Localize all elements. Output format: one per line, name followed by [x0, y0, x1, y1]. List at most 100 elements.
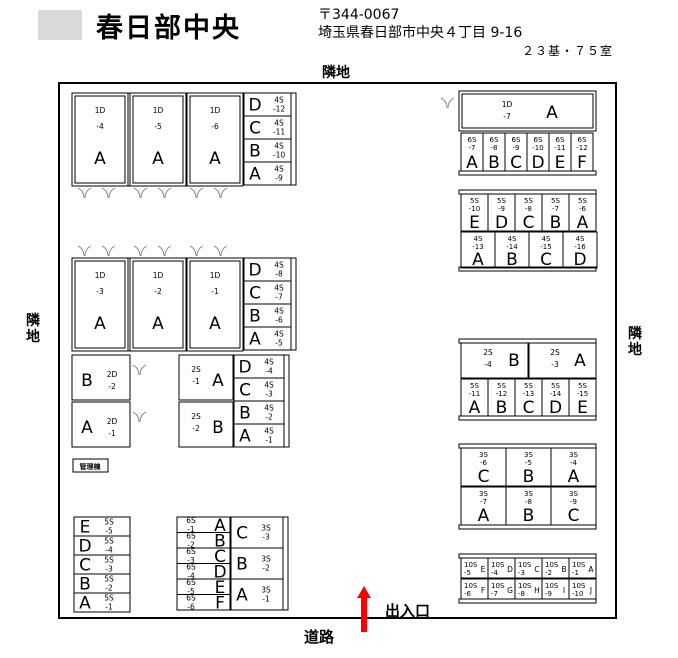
- unit-number: -6: [275, 316, 283, 325]
- unit-3S-4[interactable]: 3S-4A: [550, 447, 597, 487]
- unit-4S-13[interactable]: 4S-13A: [460, 231, 496, 270]
- unit-size: 5S: [104, 594, 114, 603]
- unit-4S-16[interactable]: 4S-16D: [562, 231, 598, 270]
- unit-type: A: [152, 149, 164, 169]
- unit-5S-10[interactable]: 5S-10E: [460, 193, 489, 233]
- unit-1D-6[interactable]: 1D-6A: [186, 92, 244, 187]
- unit-6S-11[interactable]: 6S-11E: [548, 132, 572, 173]
- unit-3S-5[interactable]: 3S-5B: [505, 447, 552, 487]
- unit-size: 4S: [274, 142, 284, 151]
- unit-1D-4[interactable]: 1D-4A: [71, 92, 129, 187]
- unit-5S-12[interactable]: 5S-12B: [487, 378, 516, 418]
- unit-type: B: [488, 153, 500, 173]
- unit-number: -9: [498, 205, 505, 213]
- unit-number: -6: [579, 205, 587, 213]
- unit-type: C: [534, 565, 539, 574]
- unit-5S-14[interactable]: 5S-14D: [541, 378, 570, 418]
- unit-type: E: [80, 518, 91, 538]
- unit-3S-6[interactable]: 3S-6C: [460, 447, 507, 487]
- unit-number: -11: [469, 390, 480, 398]
- unit-number: -13: [472, 243, 483, 251]
- unit-number: -1: [572, 569, 579, 577]
- unit-type: B: [212, 418, 224, 438]
- unit-4S-15[interactable]: 4S-15C: [528, 231, 564, 270]
- unit-5S-7[interactable]: 5S-7B: [541, 193, 570, 233]
- unit-6S-8[interactable]: 6S-8B: [482, 132, 506, 173]
- unit-6S-12[interactable]: 6S-12F: [570, 132, 594, 173]
- door-swing-icon: [132, 364, 147, 376]
- unit-size: 6S: [468, 136, 477, 144]
- unit-1D-3[interactable]: 1D-3A: [71, 257, 129, 352]
- unit-6S-7[interactable]: 6S-7A: [460, 132, 484, 173]
- unit-6S-9[interactable]: 6S-9C: [504, 132, 528, 173]
- unit-5S-6[interactable]: 5S-6A: [568, 193, 597, 233]
- unit-1D-5[interactable]: 1D-5A: [129, 92, 187, 187]
- unit-1D-1[interactable]: 1D-1A: [186, 257, 244, 352]
- unit-1D-2[interactable]: 1D-2A: [129, 257, 187, 352]
- unit-size: 6S: [578, 136, 587, 144]
- unit-number: -14: [550, 390, 562, 398]
- unit-5S-15[interactable]: 5S-15E: [568, 378, 597, 418]
- unit-type: A: [249, 165, 261, 185]
- unit-size: 3S: [479, 451, 488, 459]
- unit-type: B: [81, 371, 93, 391]
- unit-type: C: [79, 556, 91, 576]
- unit-3S-7[interactable]: 3S-7A: [460, 486, 507, 526]
- unit-5S-9[interactable]: 5S-9D: [487, 193, 516, 233]
- unit-size: 4S: [264, 404, 274, 413]
- unit-outline: [71, 354, 131, 401]
- unit-4S-14[interactable]: 4S-14B: [494, 231, 530, 270]
- unit-number: -5: [154, 122, 162, 131]
- unit-size: 6S: [186, 547, 196, 556]
- unit-3S-9[interactable]: 3S-9C: [550, 486, 597, 526]
- block-outline: [71, 257, 244, 352]
- unit-type: D: [248, 261, 261, 281]
- unit-type: A: [568, 467, 580, 487]
- unit-6S-6[interactable]: F6S-6: [176, 593, 231, 613]
- unit-5S-8[interactable]: 5S-8C: [514, 193, 543, 233]
- unit-6S-10[interactable]: 6S-10D: [526, 132, 550, 173]
- unit-3S-8[interactable]: 3S-8B: [505, 486, 552, 526]
- unit-5S-11[interactable]: 5S-11A: [460, 378, 489, 418]
- unit-type: A: [212, 371, 224, 391]
- unit-size: 10S: [491, 582, 505, 590]
- unit-5S-13[interactable]: 5S-13C: [514, 378, 543, 418]
